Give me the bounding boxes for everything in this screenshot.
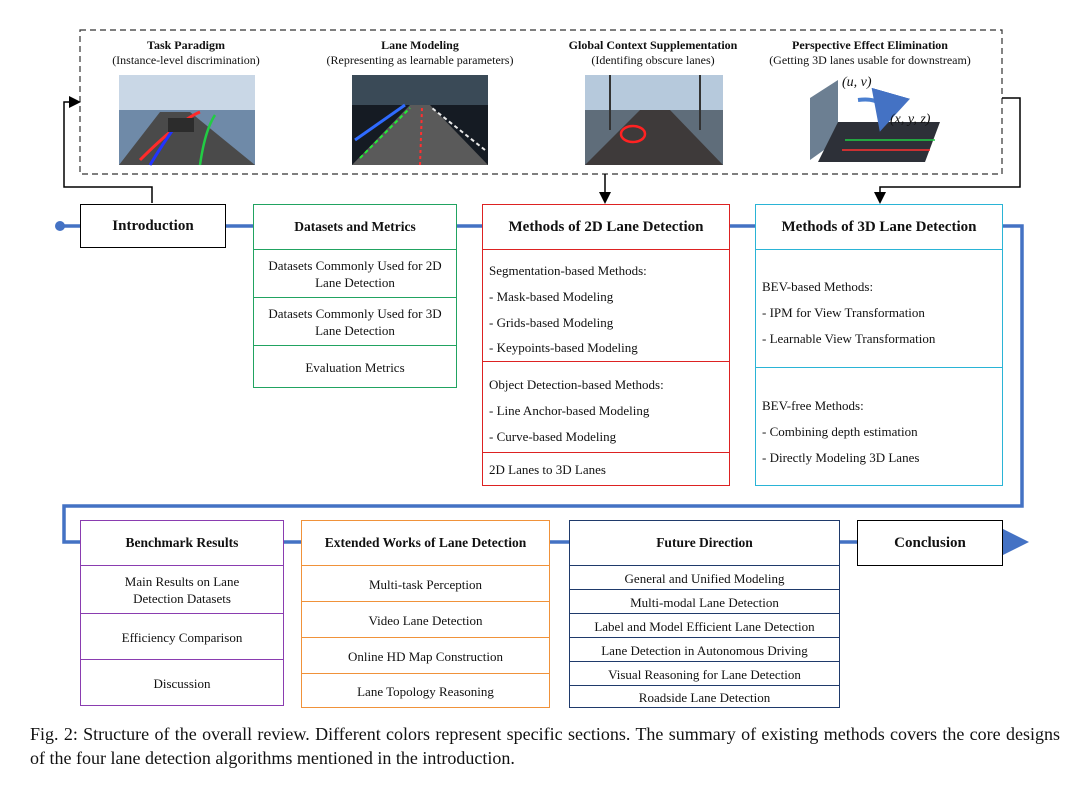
extended-box: Extended Works of Lane Detection Multi-t… [301, 520, 550, 708]
panel-item-title: Task Paradigm [76, 38, 296, 53]
figure-caption: Fig. 2: Structure of the overall review.… [30, 722, 1060, 770]
datasets-box: Datasets and Metrics Datasets Commonly U… [253, 204, 457, 388]
seg-method-item: - Mask-based Modeling [489, 289, 613, 305]
bev-free-heading: BEV-free Methods: [762, 398, 864, 414]
obj-method-item: - Line Anchor-based Modeling [489, 403, 649, 419]
methods-2d-box: Methods of 2D Lane Detection Segmentatio… [482, 204, 730, 486]
future-item: Roadside Lane Detection [570, 687, 839, 707]
benchmark-item: Discussion [81, 661, 283, 705]
datasets-item: Datasets Commonly Used for 2D Lane Detec… [254, 251, 456, 297]
panel-item-global-context: Global Context Supplementation (Identifi… [543, 38, 763, 68]
panel-item-subtitle: (Getting 3D lanes usable for downstream) [760, 53, 980, 68]
panel-item-lane-modeling: Lane Modeling (Representing as learnable… [310, 38, 530, 68]
extended-item: Video Lane Detection [302, 603, 549, 637]
obj-method-item: - Curve-based Modeling [489, 429, 616, 445]
coord-xyz-label: (x, y, z) [890, 112, 930, 128]
seg-method-item: - Keypoints-based Modeling [489, 340, 638, 356]
panel-item-title: Lane Modeling [310, 38, 530, 53]
seg-methods-heading: Segmentation-based Methods: [489, 263, 647, 279]
bev-methods-heading: BEV-based Methods: [762, 279, 873, 295]
future-title: Future Direction [570, 521, 839, 565]
thumb-lane-modeling [352, 75, 488, 165]
bev-free-item: - Combining depth estimation [762, 424, 918, 440]
future-item: Multi-modal Lane Detection [570, 591, 839, 613]
bev-free-item: - Directly Modeling 3D Lanes [762, 450, 919, 466]
datasets-item: Evaluation Metrics [254, 347, 456, 387]
lift-2d-3d-item: 2D Lanes to 3D Lanes [489, 462, 606, 478]
future-item: General and Unified Modeling [570, 567, 839, 589]
future-item: Label and Model Efficient Lane Detection [570, 615, 839, 637]
introduction-label: Introduction [81, 205, 225, 247]
panel-item-subtitle: (Identifing obscure lanes) [543, 53, 763, 68]
extended-item: Lane Topology Reasoning [302, 675, 549, 707]
panel-item-task-paradigm: Task Paradigm (Instance-level discrimina… [76, 38, 296, 68]
conclusion-label: Conclusion [858, 521, 1002, 565]
thumb-global-context [585, 75, 723, 165]
extended-item: Online HD Map Construction [302, 639, 549, 673]
panel-item-subtitle: (Instance-level discrimination) [76, 53, 296, 68]
benchmark-item: Efficiency Comparison [81, 615, 283, 659]
methods-3d-box: Methods of 3D Lane Detection BEV-based M… [755, 204, 1003, 486]
panel-item-perspective: Perspective Effect Elimination (Getting … [760, 38, 980, 68]
future-box: Future Direction General and Unified Mod… [569, 520, 840, 708]
methods-2d-title: Methods of 2D Lane Detection [483, 205, 729, 249]
obj-methods-heading: Object Detection-based Methods: [489, 377, 664, 393]
benchmark-box: Benchmark Results Main Results on Lane D… [80, 520, 284, 706]
bev-method-item: - IPM for View Transformation [762, 305, 925, 321]
introduction-box: Introduction [80, 204, 226, 248]
extended-title: Extended Works of Lane Detection [302, 521, 549, 565]
panel-item-subtitle: (Representing as learnable parameters) [310, 53, 530, 68]
thumb-task-paradigm [119, 75, 255, 165]
benchmark-title: Benchmark Results [81, 521, 283, 565]
methods-3d-title: Methods of 3D Lane Detection [756, 205, 1002, 249]
panel-item-title: Global Context Supplementation [543, 38, 763, 53]
bev-method-item: - Learnable View Transformation [762, 331, 935, 347]
seg-method-item: - Grids-based Modeling [489, 315, 613, 331]
datasets-item: Datasets Commonly Used for 3D Lane Detec… [254, 299, 456, 345]
future-item: Visual Reasoning for Lane Detection [570, 663, 839, 685]
panel-item-title: Perspective Effect Elimination [760, 38, 980, 53]
coord-uv-label: (u, v) [842, 75, 872, 91]
extended-item: Multi-task Perception [302, 567, 549, 601]
conclusion-box: Conclusion [857, 520, 1003, 566]
future-item: Lane Detection in Autonomous Driving [570, 639, 839, 661]
datasets-title: Datasets and Metrics [254, 205, 456, 249]
benchmark-item: Main Results on Lane Detection Datasets [81, 567, 283, 613]
